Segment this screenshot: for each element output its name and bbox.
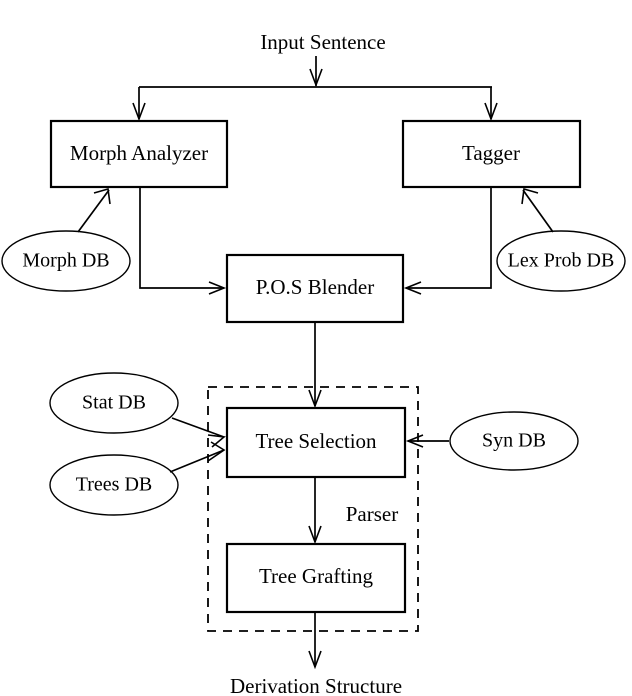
tree-selection-label: Tree Selection: [255, 429, 377, 453]
connection-treesdb-to-tree-selection: [169, 441, 226, 473]
node-tagger[interactable]: Tagger: [401, 119, 582, 189]
lex-prob-db-label: Lex Prob DB: [508, 250, 615, 272]
node-stat-db[interactable]: Stat DB: [49, 372, 179, 434]
tagger-label: Tagger: [462, 141, 520, 165]
derivation-structure-label: Derivation Structure: [230, 674, 402, 696]
tree-grafting-label: Tree Grafting: [259, 564, 374, 588]
syn-db-ellipse[interactable]: [449, 411, 579, 471]
trees-db-ellipse[interactable]: [49, 454, 179, 516]
connection-input-to-split: [309, 56, 323, 88]
stat-db-label: Stat DB: [82, 392, 146, 414]
node-morph-db[interactable]: Morph DB: [1, 230, 131, 292]
connection-morphdb-to-morph-analyzer: [77, 187, 111, 233]
connection-tagger-to-blender: [403, 187, 492, 295]
morph-analyzer-box[interactable]: [49, 119, 229, 189]
connection-lexprobdb-to-tagger: [521, 187, 554, 233]
pos-blender-label: P.O.S Blender: [256, 275, 374, 299]
parser-group-label: Parser: [346, 502, 398, 526]
node-lex-prob-db[interactable]: Lex Prob DB: [496, 230, 626, 292]
tree-grafting-box[interactable]: [225, 542, 407, 614]
connection-split-bus: [132, 86, 498, 122]
node-syn-db[interactable]: Syn DB: [449, 411, 579, 471]
connection-morph-analyzer-to-blender: [139, 187, 227, 295]
morph-db-ellipse[interactable]: [1, 230, 131, 292]
syn-db-label: Syn DB: [482, 430, 546, 452]
input-sentence-label: Input Sentence: [260, 30, 385, 54]
node-pos-blender[interactable]: P.O.S Blender: [225, 253, 405, 324]
morph-analyzer-label: Morph Analyzer: [70, 141, 208, 165]
node-morph-analyzer[interactable]: Morph Analyzer: [49, 119, 229, 189]
pos-blender-box[interactable]: [225, 253, 405, 324]
morph-db-label: Morph DB: [22, 250, 109, 272]
connection-blender-to-tree-selection: [308, 322, 322, 409]
tagger-box[interactable]: [401, 119, 582, 189]
connection-grafting-to-output: [308, 612, 322, 670]
node-tree-selection[interactable]: Tree Selection: [225, 406, 407, 479]
tree-selection-box[interactable]: [225, 406, 407, 479]
stat-db-ellipse[interactable]: [49, 372, 179, 434]
parser-group-box: [207, 386, 419, 632]
node-trees-db[interactable]: Trees DB: [49, 454, 179, 516]
connection-syndb-to-tree-selection: [405, 434, 449, 448]
lex-prob-db-ellipse[interactable]: [496, 230, 626, 292]
connection-statdb-to-tree-selection: [171, 417, 226, 448]
connection-tree-selection-to-grafting: [308, 477, 322, 545]
node-tree-grafting[interactable]: Tree Grafting: [225, 542, 407, 614]
trees-db-label: Trees DB: [76, 474, 153, 496]
